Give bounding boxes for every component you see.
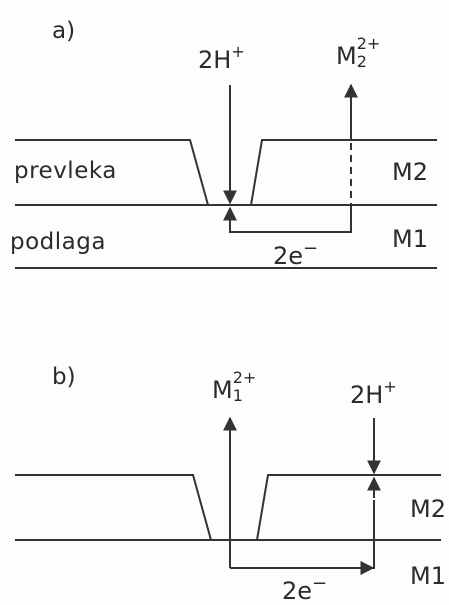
- h-ion-base-b: 2H: [350, 381, 384, 409]
- layer-m2-label-a: M2: [392, 160, 428, 184]
- electron-label-b: 2e−: [282, 573, 328, 605]
- electron-charge-a: −: [303, 238, 319, 259]
- m2-ion-base-a: M: [336, 42, 357, 70]
- layer-m2-label-b: M2: [410, 497, 446, 521]
- layer-m1-base-a: M: [392, 225, 413, 253]
- panel-a-drawing: [15, 83, 437, 269]
- electron-path-b: [230, 500, 375, 569]
- layer-m1-label-b: M1: [410, 564, 446, 588]
- m1-ion-base-b: M: [212, 376, 233, 404]
- m2-ion-indices-a: 2+2: [356, 36, 383, 71]
- electron-charge-b: −: [312, 573, 328, 594]
- coating-label: prevleka: [14, 158, 117, 184]
- m2-ion-sub-a: 2: [356, 52, 367, 71]
- panel-b-drawing: [15, 416, 441, 575]
- substrate-label: podlaga: [10, 229, 106, 255]
- layer-m2-sub-b: 2: [430, 495, 446, 523]
- m1-ion-charge-b: 2+: [232, 368, 257, 387]
- layer-m2-base-a: M: [392, 158, 413, 186]
- h-ion-charge-b: +: [383, 377, 397, 396]
- layer-m1-sub-a: 1: [412, 225, 428, 253]
- h-ion-charge-a: +: [231, 42, 245, 61]
- layer-m2-sub-a: 2: [412, 158, 428, 186]
- h-ion-label-b: 2H+: [350, 377, 397, 409]
- layer-m1-sub-b: 1: [430, 562, 446, 590]
- electron-base-b: 2e: [282, 577, 313, 605]
- h-ion-label-a: 2H+: [198, 42, 245, 74]
- m2-ion-charge-a: 2+: [356, 34, 381, 53]
- panel-b-label: b): [52, 364, 76, 390]
- m1-ion-indices-b: 2+1: [232, 370, 259, 405]
- coating-profile-a: [15, 139, 437, 206]
- layer-m1-label-a: M1: [392, 227, 428, 251]
- m1-ion-sub-b: 1: [232, 386, 243, 405]
- layer-m2-base-b: M: [410, 495, 431, 523]
- h-ion-base-a: 2H: [198, 46, 232, 74]
- coating-profile-b: [15, 474, 441, 541]
- panel-a-label: a): [52, 18, 76, 44]
- layer-m1-base-b: M: [410, 562, 431, 590]
- electron-base-a: 2e: [273, 242, 304, 270]
- electron-label-a: 2e−: [273, 238, 319, 270]
- electron-path-a: [229, 205, 352, 233]
